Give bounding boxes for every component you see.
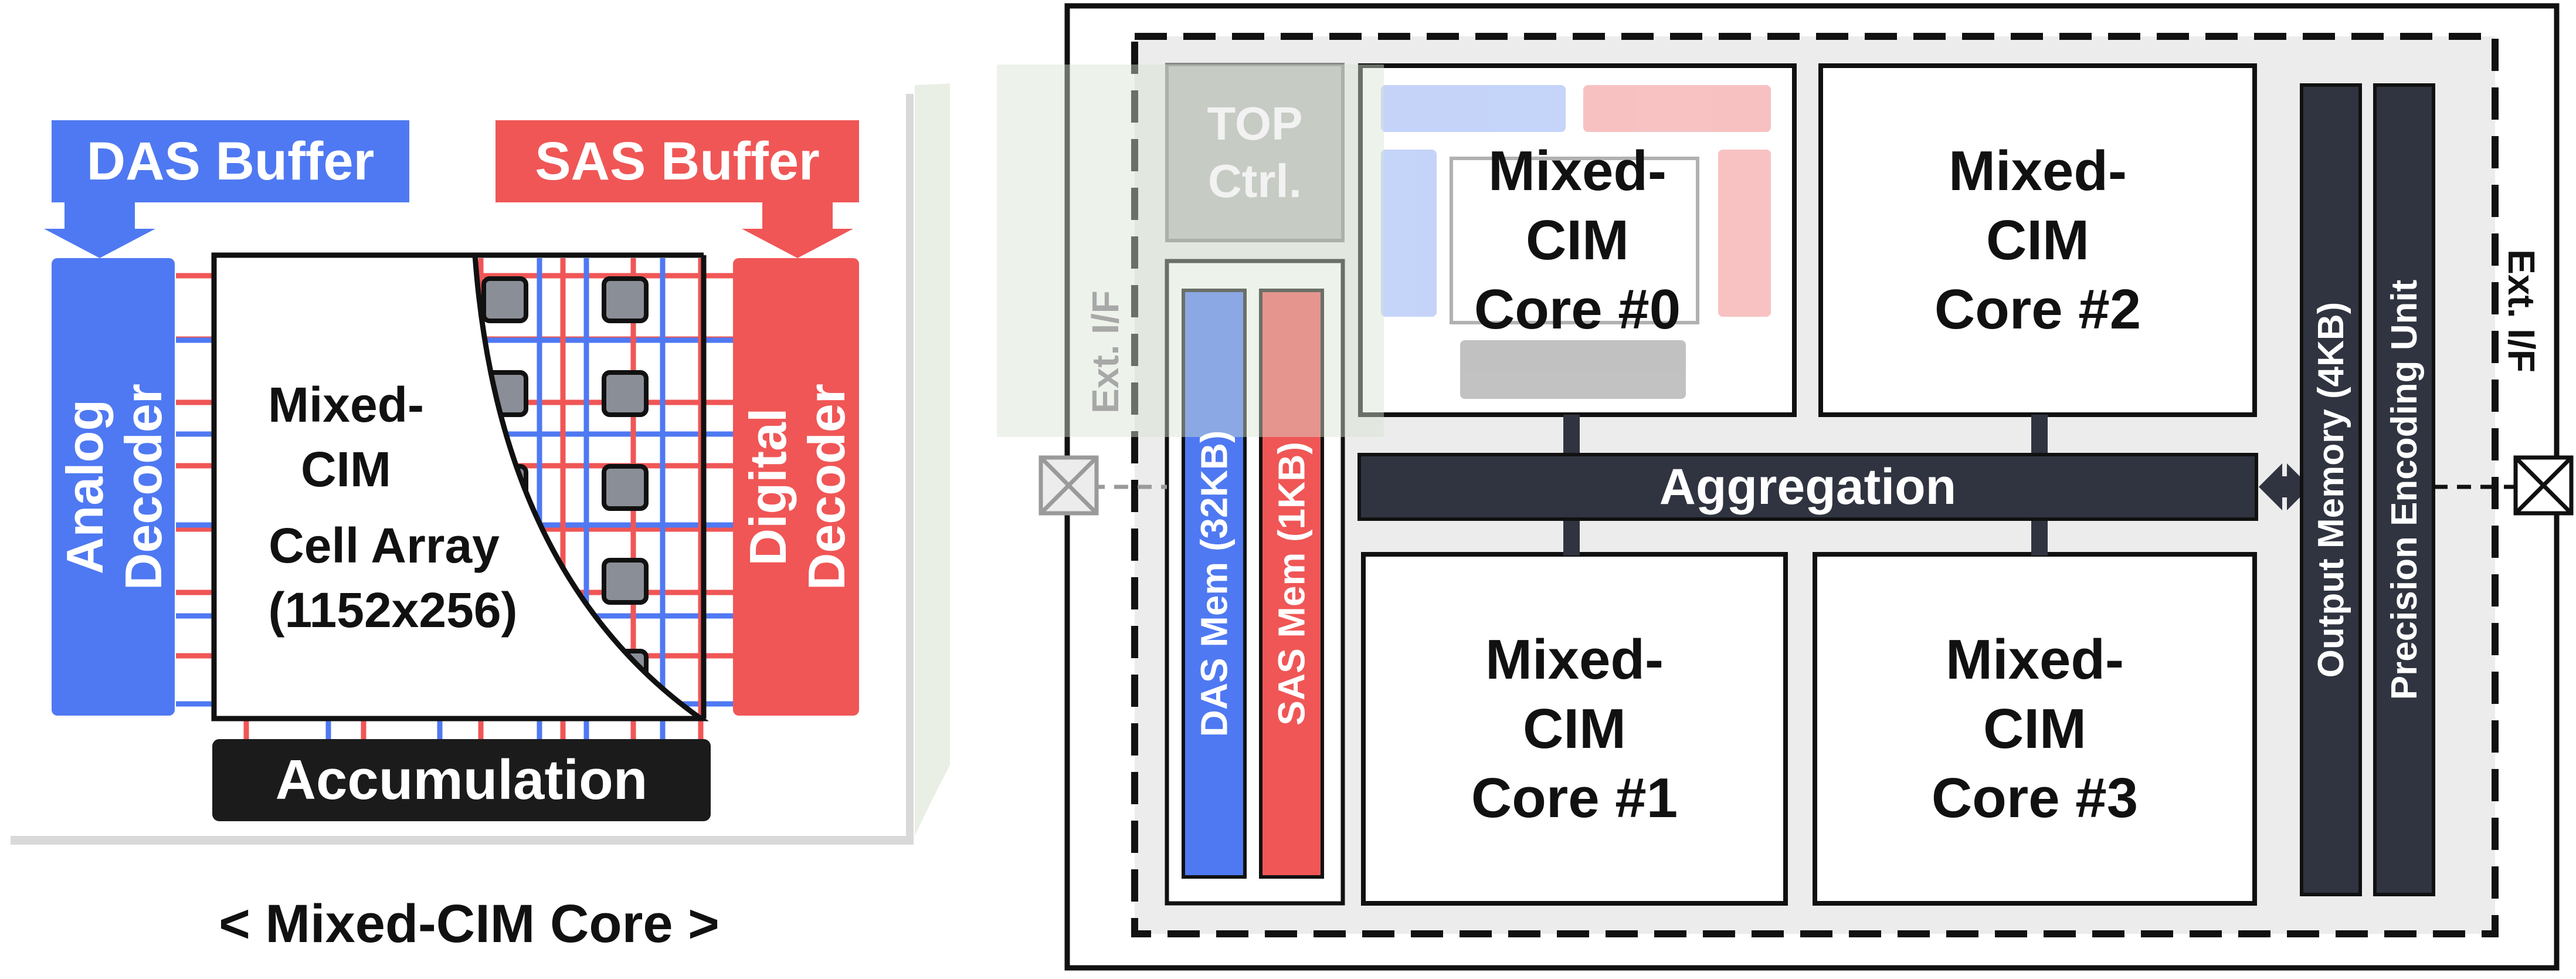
das-buffer-arrow <box>44 120 409 258</box>
core-3-block <box>1813 552 2257 906</box>
top-ctrl-block <box>1165 63 1345 242</box>
cell-array-sheet <box>211 252 710 721</box>
core-2-label: Mixed- CIM Core #2 <box>1934 139 2141 341</box>
das-buffer-label: DAS Buffer <box>86 131 375 191</box>
array-label-line1: Mixed- <box>267 377 425 432</box>
core-1-label: Mixed- CIM Core #1 <box>1471 628 1678 829</box>
array-label-line3: Cell Array <box>269 517 500 573</box>
zoom-highlight <box>915 83 950 836</box>
core-caption: < Mixed-CIM Core > <box>219 893 719 954</box>
ext-if-right-port <box>2513 455 2574 516</box>
sas-buffer-arrow <box>495 120 859 258</box>
output-memory-block <box>2300 83 2362 896</box>
zoom-highlight-overlay <box>997 65 1384 437</box>
sas-buffer-label: SAS Buffer <box>535 131 820 191</box>
core-1-block <box>1361 552 1788 906</box>
aggregation-output-arrow <box>2259 463 2310 510</box>
analog-decoder <box>52 258 175 716</box>
das-mem-block <box>1182 289 1247 879</box>
precision-encoding-block <box>2373 83 2435 896</box>
digital-decoder-line1: Digital <box>739 408 797 566</box>
top-ctrl-label: TOP Ctrl. <box>1207 97 1303 207</box>
ext-if-left-label: Ext. I/F <box>1084 290 1126 414</box>
core-0-label: Mixed- CIM Core #0 <box>1474 139 1681 341</box>
core-2-block <box>1818 63 2257 417</box>
array-label-line2: CIM <box>301 441 391 497</box>
aggregation-block <box>1357 453 2258 521</box>
sas-mem-label: SAS Mem (1KB) <box>1270 442 1312 726</box>
array-label-line4: (1152x256) <box>268 582 518 638</box>
ext-if-right-label: Ext. I/F <box>2500 249 2543 372</box>
das-mem-label: DAS Mem (32KB) <box>1193 430 1235 737</box>
chip-graphic <box>1038 3 2574 971</box>
core-3-label: Mixed- CIM Core #3 <box>1931 628 2139 829</box>
analog-decoder-line1: Analog <box>56 399 114 575</box>
sas-mem-block <box>1259 289 1324 879</box>
accumulation-block <box>212 739 711 821</box>
core-detail-graphic <box>0 83 950 845</box>
output-memory-label: Output Memory (4KB) <box>2310 302 2351 678</box>
aggregation-label: Aggregation <box>1659 458 1957 515</box>
ext-if-left-port <box>1038 455 1099 516</box>
digital-decoder-line2: Decoder <box>797 383 856 591</box>
accumulation-ticks <box>243 719 666 742</box>
analog-decoder-line2: Decoder <box>114 383 172 591</box>
accumulation-label: Accumulation <box>275 748 648 811</box>
digital-decoder <box>733 258 859 716</box>
core-0-miniature <box>1381 85 1771 399</box>
core-0-block <box>1358 63 1797 417</box>
precision-encoding-label: Precision Encoding Unit <box>2384 279 2425 700</box>
